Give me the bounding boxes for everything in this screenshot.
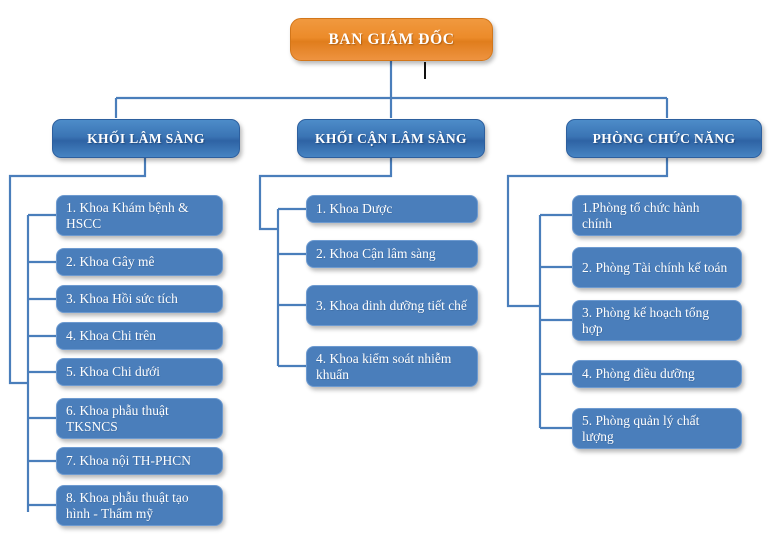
node-leaf-3-5[interactable]: 5. Phòng quản lý chất lượng <box>572 408 742 449</box>
node-branch-3-label: PHÒNG CHỨC NĂNG <box>592 130 736 146</box>
node-leaf-3-4-label: 4. Phòng điều dưỡng <box>582 366 695 381</box>
node-leaf-1-3-label: 3. Khoa Hồi sức tích <box>66 291 178 306</box>
node-leaf-2-3-label: 3. Khoa dinh dưỡng tiết chế <box>316 297 467 313</box>
node-leaf-2-3[interactable]: 3. Khoa dinh dưỡng tiết chế <box>306 285 478 326</box>
text-caret-artifact <box>424 62 426 79</box>
node-branch-1-label: KHỐI LÂM SÀNG <box>87 130 205 146</box>
node-leaf-3-3-label: 3. Phòng kế hoạch tổng hợp <box>582 304 710 336</box>
node-branch-2-label: KHỐI CẬN LÂM SÀNG <box>315 130 467 146</box>
node-leaf-3-5-label: 5. Phòng quản lý chất lượng <box>582 412 700 444</box>
node-leaf-2-1-label: 1. Khoa Dược <box>316 201 393 216</box>
node-leaf-1-7[interactable]: 7. Khoa nội TH-PHCN <box>56 447 223 475</box>
node-branch-khoi-can-lam-sang[interactable]: KHỐI CẬN LÂM SÀNG <box>297 119 485 158</box>
node-leaf-1-6[interactable]: 6. Khoa phẫu thuật TKSNCS <box>56 398 223 439</box>
link-branch-3-outer-spine <box>506 158 669 308</box>
node-leaf-2-1[interactable]: 1. Khoa Dược <box>306 195 478 223</box>
node-leaf-1-7-label: 7. Khoa nội TH-PHCN <box>66 453 192 468</box>
node-leaf-2-4[interactable]: 4. Khoa kiểm soát nhiễm khuẩn <box>306 346 478 387</box>
node-leaf-1-4-label: 4. Khoa Chi trên <box>66 328 156 343</box>
node-leaf-3-4[interactable]: 4. Phòng điều dưỡng <box>572 360 742 388</box>
node-leaf-2-4-label: 4. Khoa kiểm soát nhiễm khuẩn <box>316 350 452 382</box>
node-leaf-1-3[interactable]: 3. Khoa Hồi sức tích <box>56 285 223 313</box>
node-leaf-2-2-label: 2. Khoa Cận lâm sàng <box>316 246 436 261</box>
node-leaf-1-2-label: 2. Khoa Gây mê <box>66 254 155 269</box>
node-leaf-2-2[interactable]: 2. Khoa Cận lâm sàng <box>306 240 478 268</box>
node-leaf-1-2[interactable]: 2. Khoa Gây mê <box>56 248 223 276</box>
node-branch-phong-chuc-nang[interactable]: PHÒNG CHỨC NĂNG <box>566 119 762 158</box>
node-leaf-3-2[interactable]: 2. Phòng Tài chính kế toán <box>572 247 742 288</box>
node-leaf-1-6-label: 6. Khoa phẫu thuật TKSNCS <box>66 402 169 434</box>
node-leaf-1-5[interactable]: 5. Khoa Chi dưới <box>56 358 223 386</box>
node-leaf-3-3[interactable]: 3. Phòng kế hoạch tổng hợp <box>572 300 742 341</box>
node-root[interactable]: BAN GIÁM ĐỐC <box>290 18 493 61</box>
link-branch-1-outer-spine <box>8 158 147 385</box>
link-branch-2-outer-spine <box>258 158 393 231</box>
node-leaf-3-1-label: 1.Phòng tổ chức hành chính <box>582 199 700 231</box>
node-branch-khoi-lam-sang[interactable]: KHỐI LÂM SÀNG <box>52 119 240 158</box>
node-root-label: BAN GIÁM ĐỐC <box>328 30 455 48</box>
node-leaf-3-1[interactable]: 1.Phòng tổ chức hành chính <box>572 195 742 236</box>
node-leaf-1-8[interactable]: 8. Khoa phẫu thuật tạo hình - Thẩm mỹ <box>56 485 223 526</box>
node-leaf-1-1[interactable]: 1. Khoa Khám bệnh & HSCC <box>56 195 223 236</box>
node-leaf-1-1-label: 1. Khoa Khám bệnh & HSCC <box>66 199 189 231</box>
node-leaf-1-4[interactable]: 4. Khoa Chi trên <box>56 322 223 350</box>
node-leaf-1-8-label: 8. Khoa phẫu thuật tạo hình - Thẩm mỹ <box>66 489 189 521</box>
node-leaf-1-5-label: 5. Khoa Chi dưới <box>66 364 160 379</box>
node-leaf-3-2-label: 2. Phòng Tài chính kế toán <box>582 259 728 275</box>
